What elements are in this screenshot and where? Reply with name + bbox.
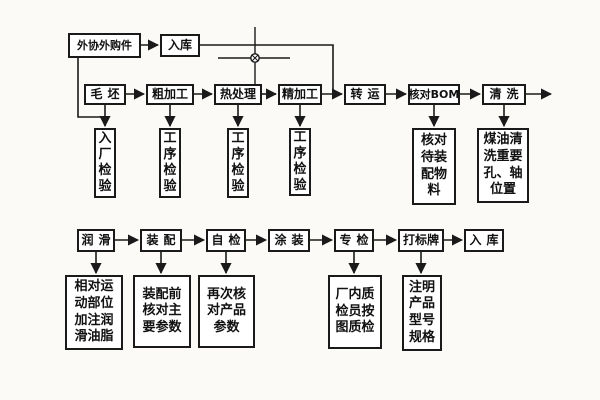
step-assembly: 装配	[140, 229, 182, 252]
note-check-materials: 核对待装配物料	[412, 128, 456, 205]
step-heat-treatment: 热处理	[214, 84, 262, 105]
flow-arrows	[77, 39, 553, 275]
step-warehouse-in-top: 入库	[160, 34, 200, 57]
note-factory-qc-inspection: 厂内质检员按图质检	[328, 275, 382, 349]
step-blank: 毛坯	[84, 84, 126, 105]
step-self-inspection: 自检	[206, 229, 246, 252]
step-rough-machining: 粗加工	[146, 84, 194, 105]
note-lubricate-moving-parts: 相对运动部位加注润滑油脂	[65, 275, 123, 350]
note-incoming-inspection: 入厂检验	[94, 128, 116, 198]
step-painting: 涂装	[268, 229, 310, 252]
note-process-inspection-3: 工序检验	[289, 128, 311, 196]
note-check-parameters-before-assembly: 装配前核对主要参数	[133, 275, 191, 348]
note-mark-model-spec: 注明产品型号规格	[402, 275, 442, 351]
step-nameplate: 打标牌	[398, 229, 444, 252]
step-check-bom: 核对BOM	[408, 84, 460, 105]
note-process-inspection-1: 工序检验	[159, 128, 181, 198]
note-kerosene-clean: 煤油清洗重要孔、轴位置	[477, 128, 529, 203]
step-cleaning: 清洗	[482, 84, 526, 105]
note-process-inspection-2: 工序检验	[227, 128, 249, 198]
cad-crosshair-cursor	[218, 27, 290, 84]
step-outsourced-parts: 外协外购件	[68, 33, 141, 58]
step-finish-machining: 精加工	[278, 84, 322, 105]
step-lubrication: 润滑	[77, 229, 115, 252]
step-warehouse-in-final: 入库	[464, 229, 504, 252]
step-special-inspection: 专检	[334, 229, 374, 252]
step-transfer: 转运	[344, 84, 386, 105]
note-recheck-product-parameters: 再次核对产品参数	[198, 275, 255, 348]
